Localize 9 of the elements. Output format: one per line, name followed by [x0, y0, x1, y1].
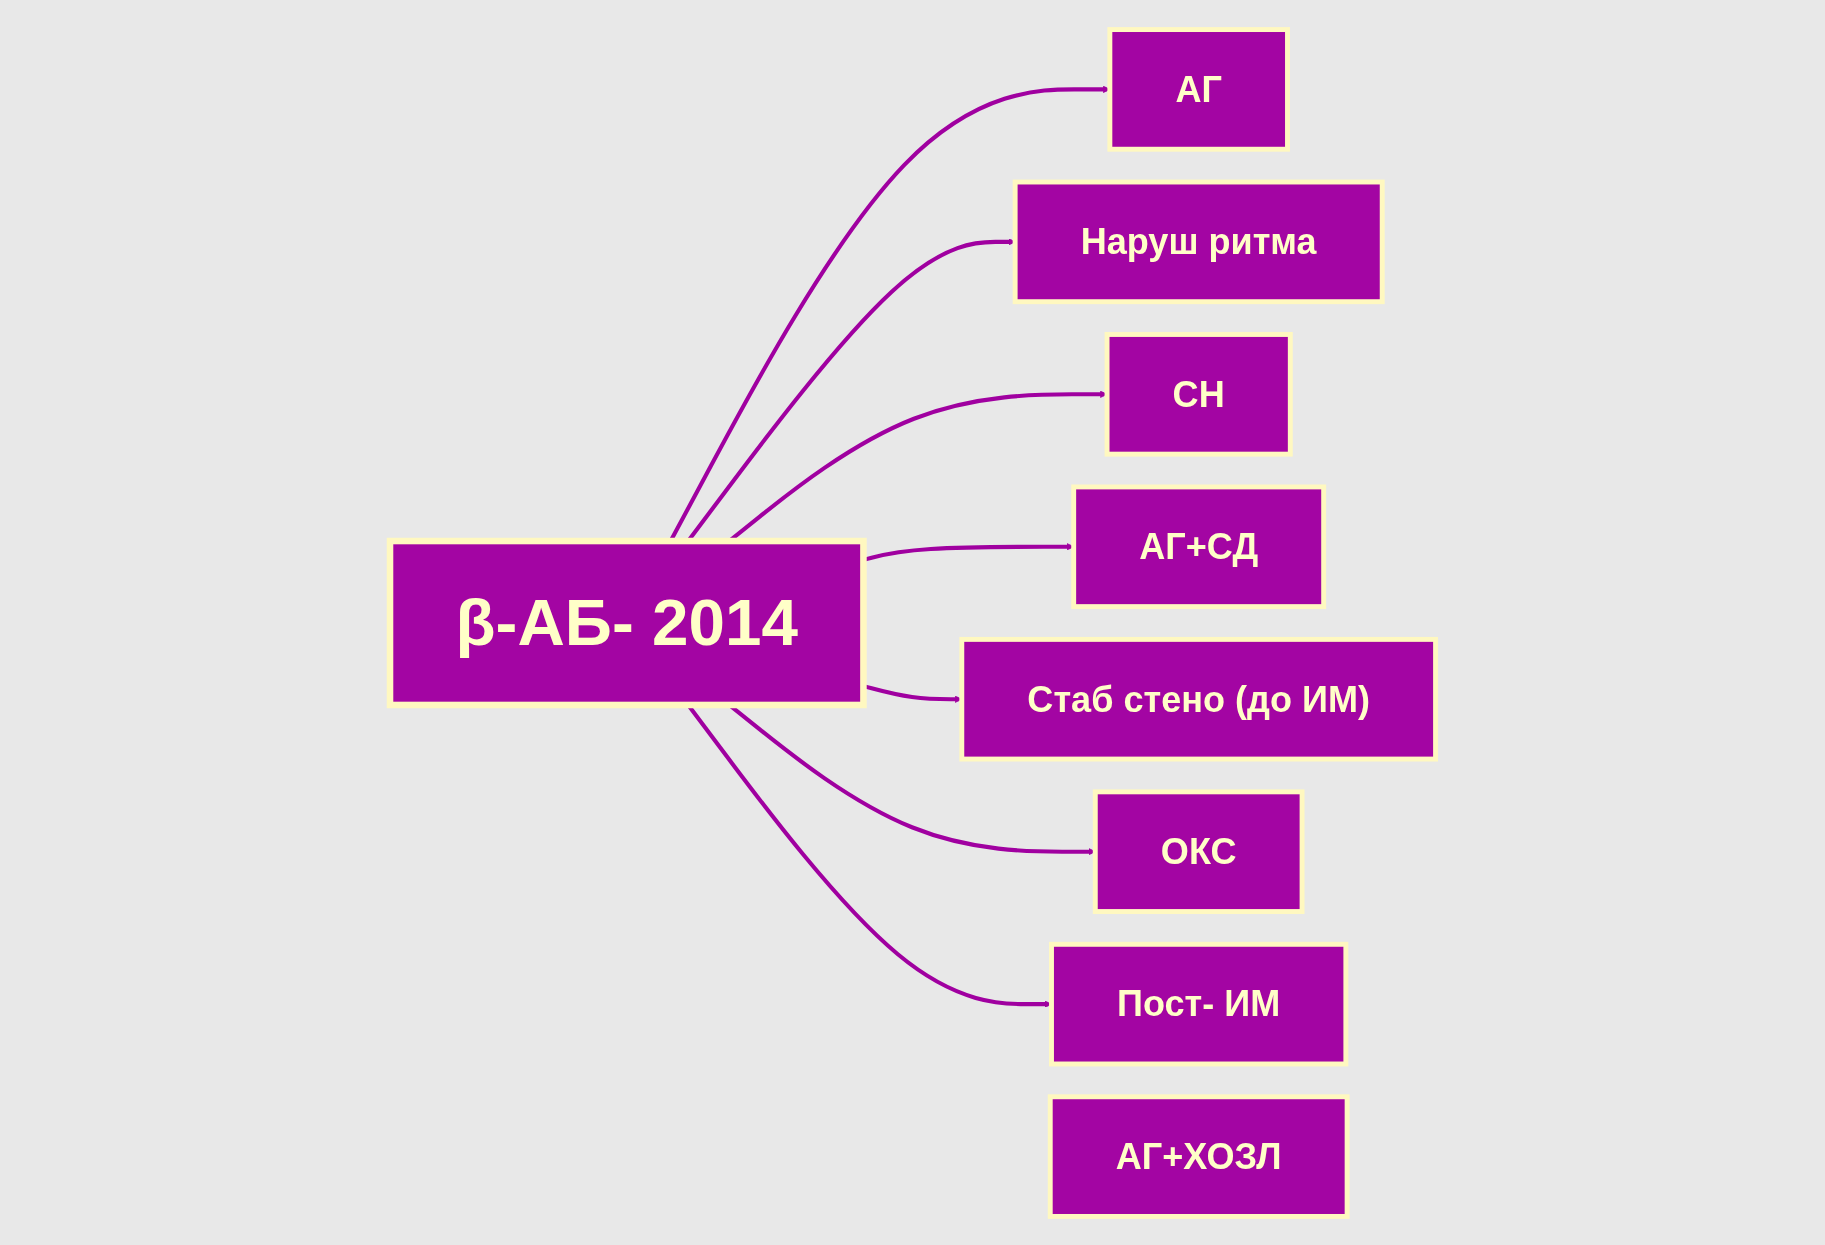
node-box: СН — [1104, 331, 1293, 457]
node-box: Стаб стено (до ИМ) — [959, 636, 1438, 762]
node-box: Пост- ИМ — [1048, 941, 1349, 1066]
node-box: β-АБ- 2014 — [386, 537, 867, 708]
node-box: АГ+ХОЗЛ — [1047, 1093, 1350, 1219]
node-box: ОКС — [1092, 788, 1305, 914]
node-box: Наруш ритма — [1012, 179, 1385, 304]
node-box: АГ — [1107, 26, 1290, 152]
node-box: АГ+СД — [1070, 483, 1326, 609]
